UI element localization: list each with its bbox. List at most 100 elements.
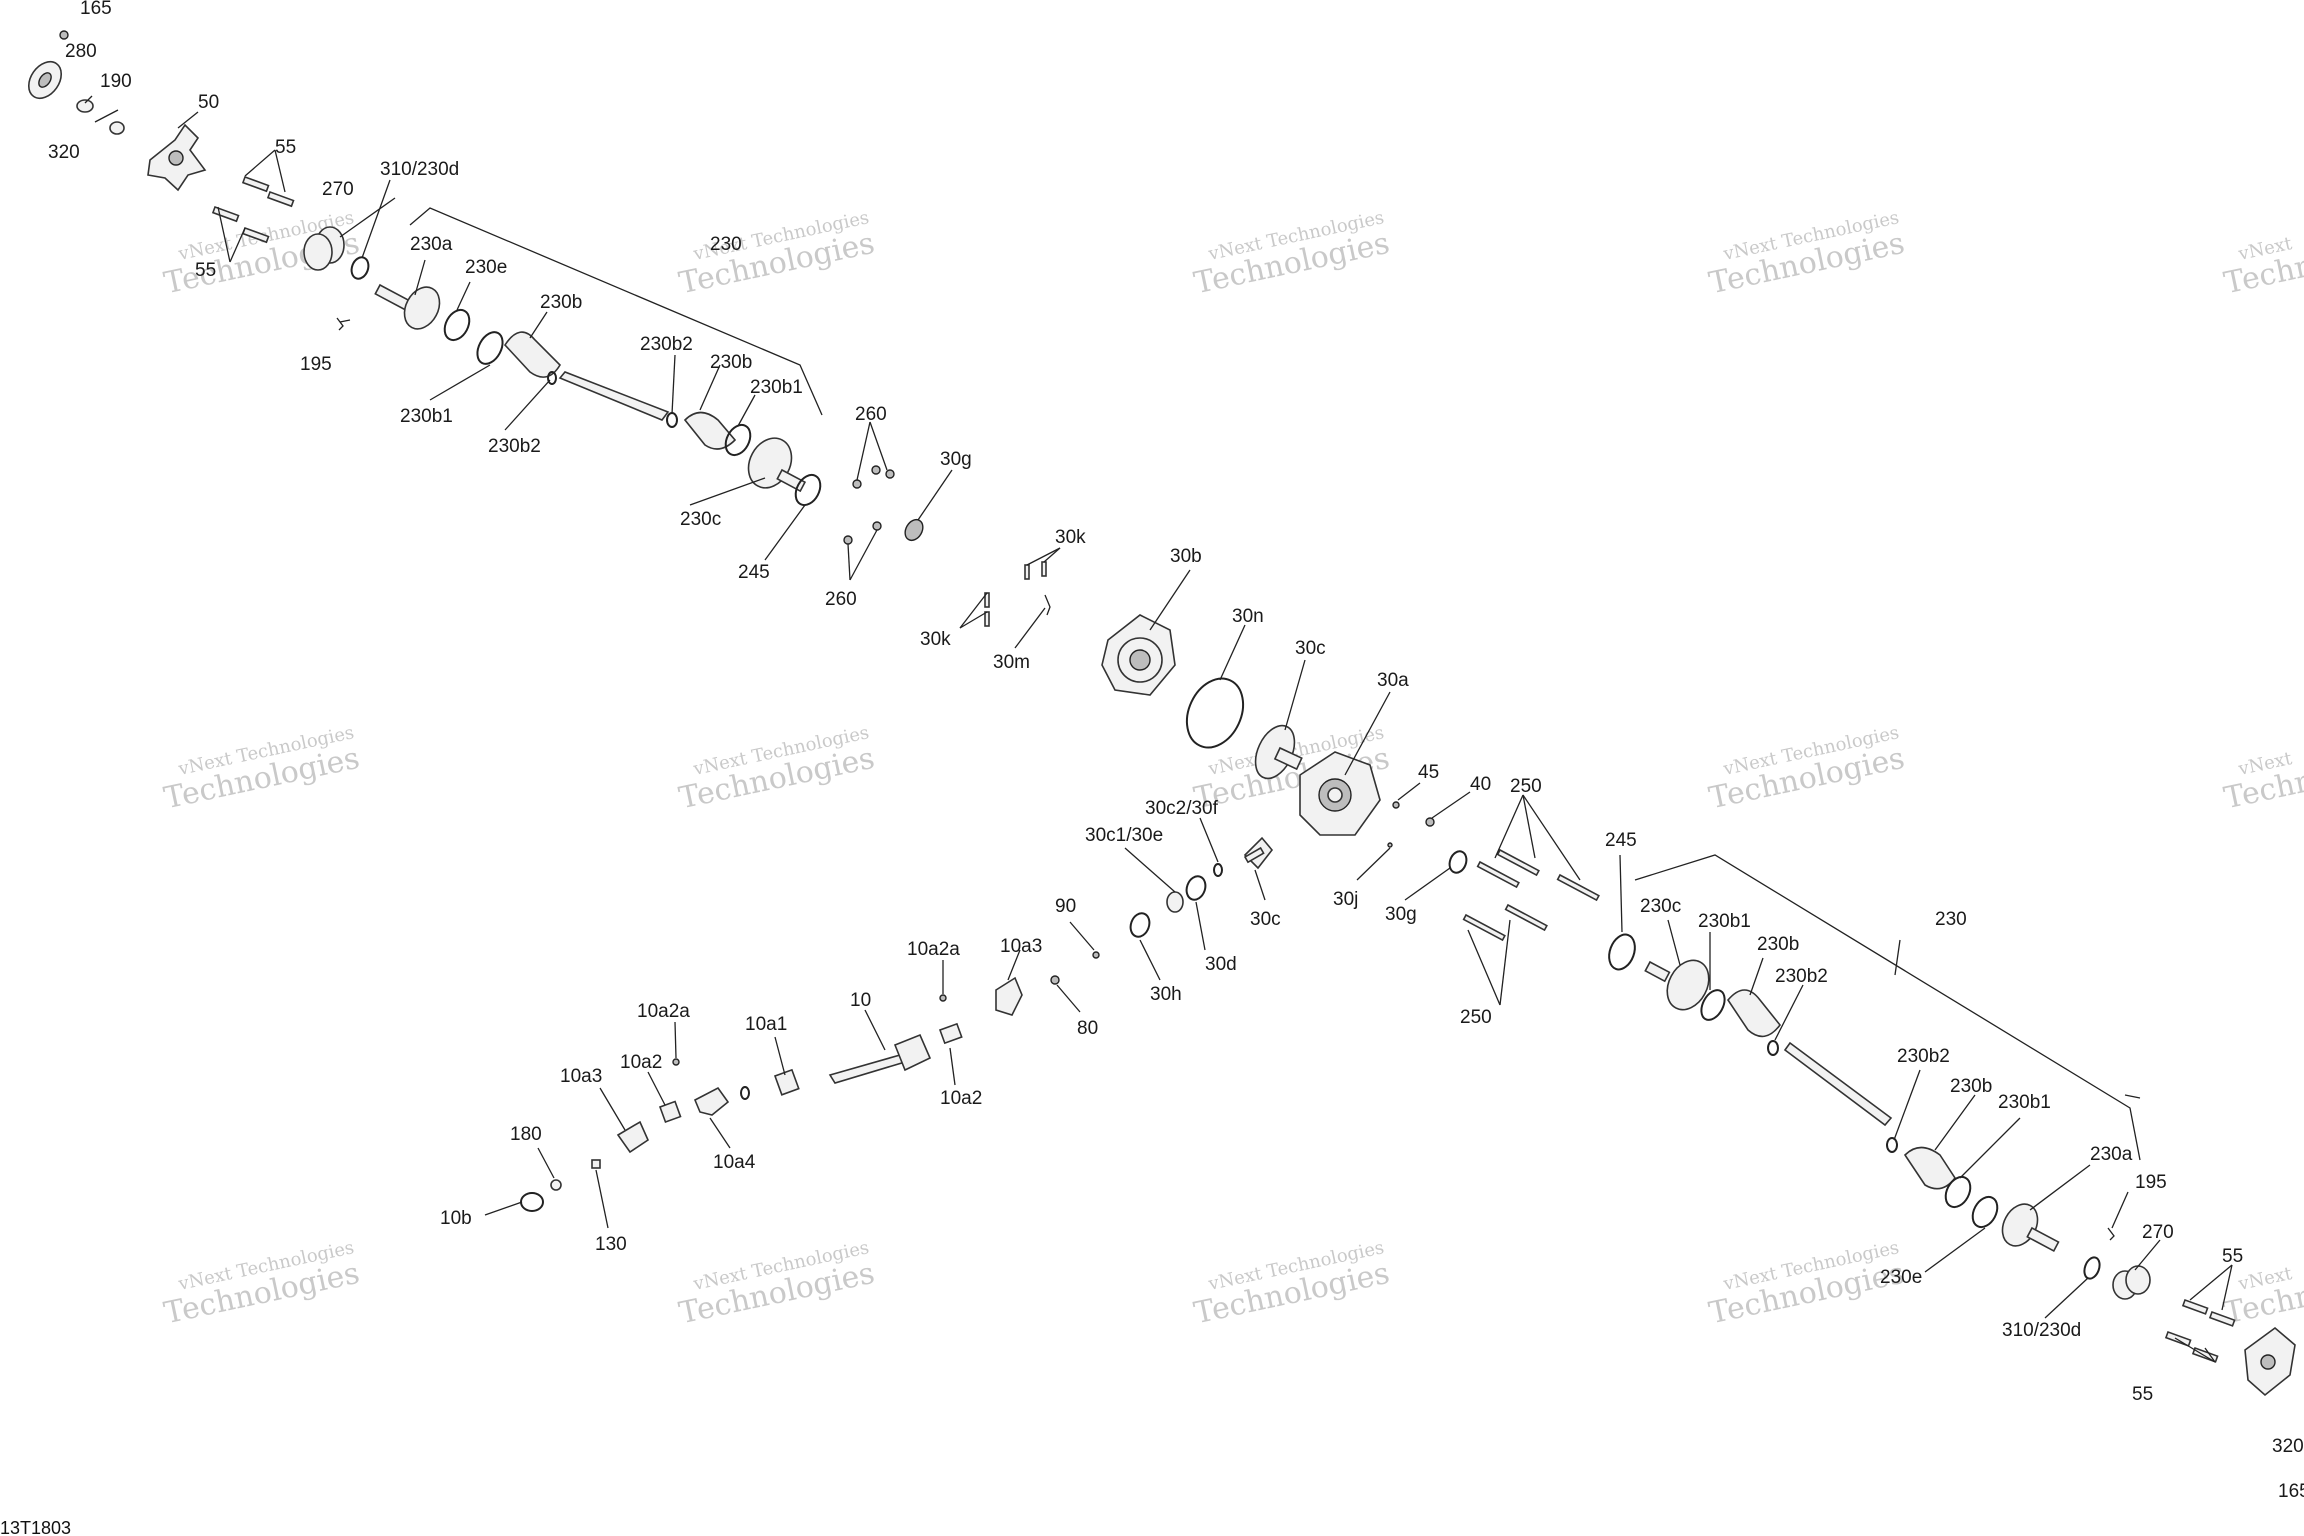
label-130: 130 [595,1234,627,1255]
watermark: vNext Technologies [2221,741,2304,817]
label-40: 40 [1470,774,1491,795]
label-30m: 30m [993,652,1030,673]
label-10a4: 10a4 [713,1152,756,1173]
label-30k-a: 30k [1055,527,1086,548]
part-245-right-seal [1608,933,1636,971]
part-30g-right-seal [1448,850,1468,874]
label-30g-b: 30g [1385,904,1417,925]
part-10a1-coupler [773,1068,800,1096]
label-230e-right: 230e [1880,1267,1922,1288]
label-45: 45 [1418,762,1439,783]
label-260-a: 260 [855,404,887,425]
part-180-plug [550,1179,562,1191]
part-30h-washer [1129,912,1151,938]
part-230a-right-outer-cv [2001,1203,2060,1252]
label-230b-right-2: 230b [1950,1076,1992,1097]
watermark: vNext Technologies Technologies [676,1237,877,1331]
part-30g-seal [904,518,924,542]
part-230-shaft [558,371,670,421]
part-230b1-right-outer-clamp [1944,1175,1972,1209]
label-80: 80 [1077,1018,1098,1039]
label-230b1-b: 230b1 [750,377,803,398]
part-55-right-studs [2164,1298,2236,1363]
part-30c2-30f [1213,863,1223,877]
label-30d: 30d [1205,954,1237,975]
watermark: vNext Technologies [2221,226,2304,302]
part-30j-pin [1387,842,1393,848]
part-10a3-yoke-left [616,1120,650,1154]
part-230c-inner-cv [747,437,807,493]
part-10b-seal [520,1192,544,1212]
label-55-right-2: 55 [2132,1384,2153,1405]
assembly-230-bracket-top [409,207,823,416]
watermark: vNext Technologies Technologies [161,1237,362,1331]
part-30k-bolts [984,561,1047,627]
part-195-right-pin [2107,1227,2115,1241]
label-310-230d-right: 310/230d [2002,1320,2081,1341]
label-30c1-30e: 30c1/30e [1085,825,1163,846]
part-165-nut [59,30,69,40]
part-labels: 165 280 190 50 320 55 270 310/230d 230 5… [48,0,2304,1502]
part-310-right-circlip [2083,1256,2101,1280]
part-230b2-clamp-2 [666,412,678,428]
propeller-shaft-parts [520,951,1100,1212]
part-190-washer [76,99,94,113]
part-30b-cover [1101,614,1176,696]
label-190: 190 [100,71,132,92]
label-55-left: 55 [195,260,216,281]
right-axle-parts [1608,933,2296,1397]
leader-lines [84,95,2233,1363]
label-30b: 30b [1170,546,1202,567]
label-230b-right: 230b [1757,934,1799,955]
part-30c1-bearing [1166,891,1184,913]
label-230b1-right: 230b1 [1698,911,1751,932]
watermark-grid: vNext Technologies Technologies vNext Te… [161,207,2304,1331]
part-30c-pinion [1243,836,1274,870]
label-230b1-right-2: 230b1 [1998,1092,2051,1113]
label-30k-b: 30k [920,629,951,650]
part-320-washer [109,121,125,135]
label-230b-b: 230b [710,352,752,373]
label-30j: 30j [1333,889,1358,910]
label-195-right: 195 [2135,1172,2167,1193]
label-230c: 230c [680,509,721,530]
part-230b1-right-clamp [1700,989,1726,1021]
part-260-fitting [852,479,862,489]
label-30c-b: 30c [1250,909,1281,930]
label-30n: 30n [1232,606,1264,627]
svg-text:Technologies: Technologies [2221,741,2304,817]
label-260-b: 260 [825,589,857,610]
watermark: vNext Technologies Technologies [1191,1237,1392,1331]
label-230-top: 230 [710,234,742,255]
part-130-clip [591,1159,601,1169]
label-250-b: 250 [1460,1007,1492,1028]
part-90-fitting [1092,951,1100,959]
part-230b2-right-clamp-2 [1886,1137,1898,1153]
label-90: 90 [1055,896,1076,917]
label-270-right: 270 [2142,1222,2174,1243]
part-230-right-shaft [1783,1041,1893,1127]
label-30h: 30h [1150,984,1182,1005]
part-245-seal [794,473,822,507]
label-10: 10 [850,990,871,1011]
part-45-bolt [1392,801,1400,809]
label-10a1: 10a1 [745,1014,787,1035]
part-230b1-clamp [476,331,504,365]
part-10a2a-fitting-left [672,1058,680,1066]
label-310-230d: 310/230d [380,159,459,180]
part-50-knuckle [147,123,207,192]
label-55-right: 55 [2222,1246,2243,1267]
label-230b2-b: 230b2 [640,334,693,355]
label-230b2: 230b2 [488,436,541,457]
part-230e-right-ring [1971,1195,1999,1229]
watermark: vNext Technologies Technologies [676,722,877,816]
label-10a2: 10a2 [620,1052,662,1073]
watermark: vNext Technologies Technologies [1706,1237,1907,1331]
part-230b-right-outer-boot [1903,1146,1956,1190]
label-50: 50 [198,92,219,113]
label-10b: 10b [440,1208,472,1229]
label-245: 245 [738,562,770,583]
part-230b-right-boot [1726,989,1782,1038]
watermark: vNext Technologies Technologies [676,207,877,301]
